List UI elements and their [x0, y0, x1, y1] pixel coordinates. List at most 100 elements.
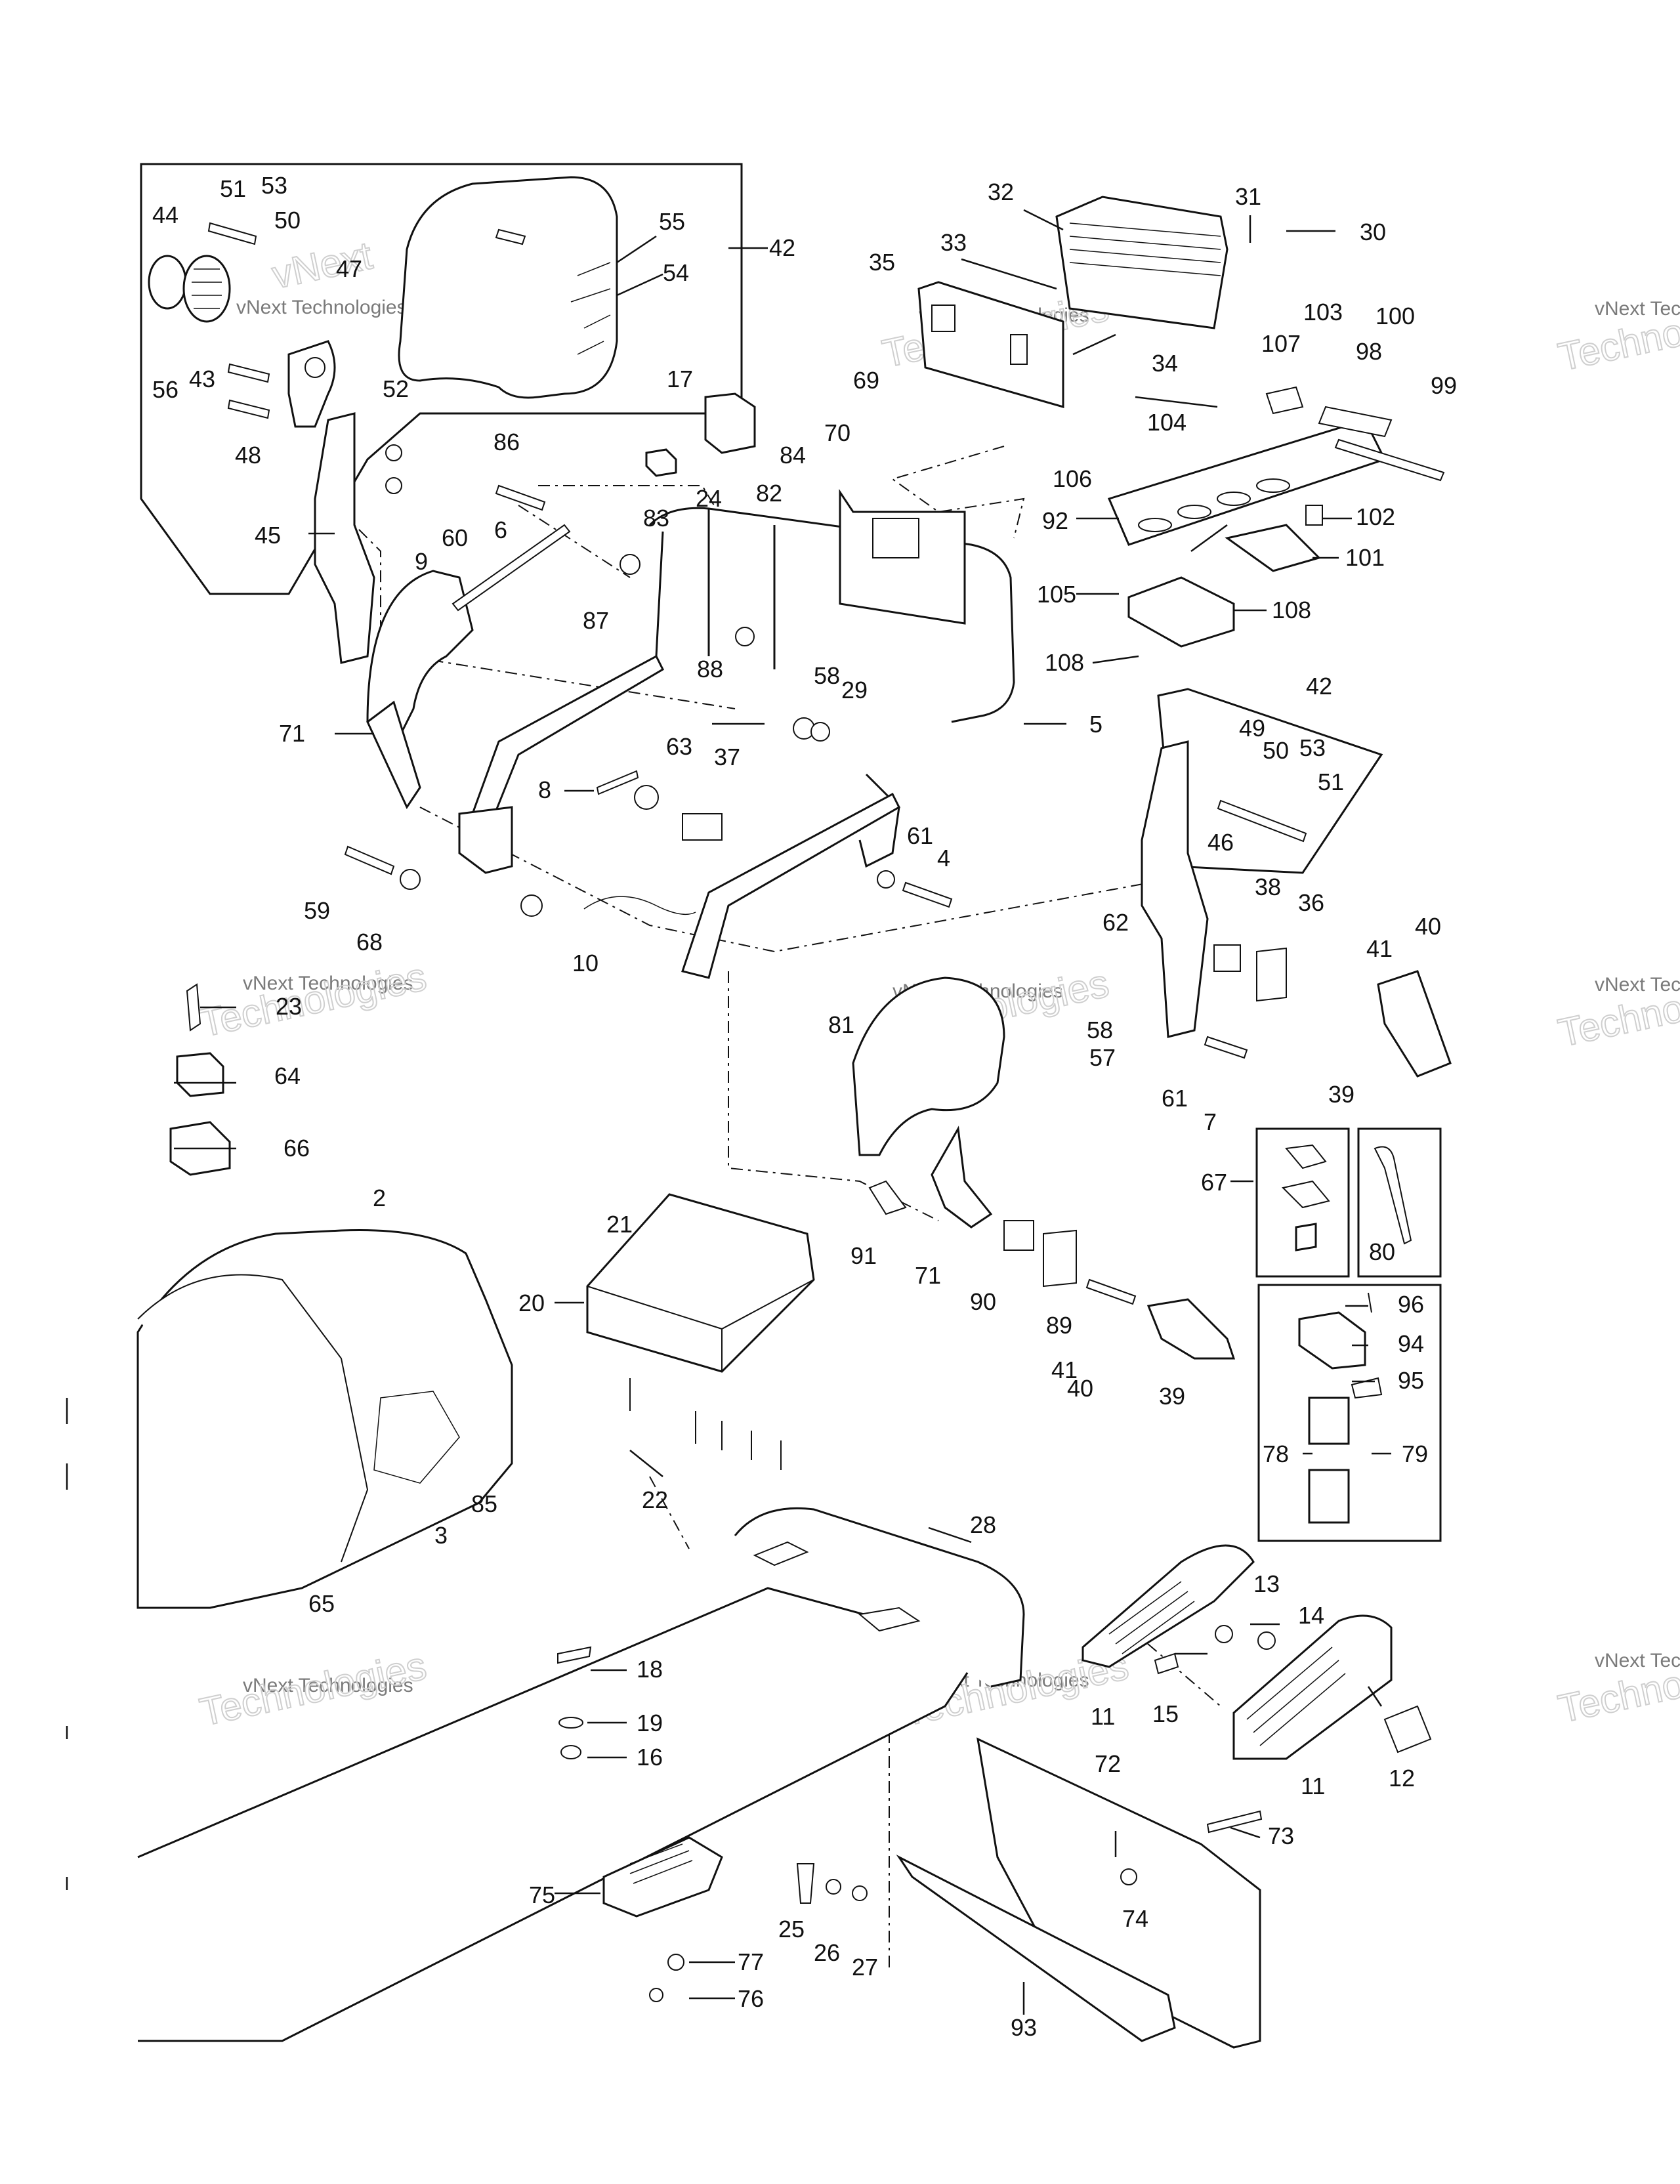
callout-91: 91 — [850, 1242, 877, 1269]
callout-49: 49 — [1239, 715, 1265, 742]
callout-51: 51 — [220, 175, 246, 202]
callout-26: 26 — [814, 1939, 840, 1966]
callout-40: 40 — [1415, 913, 1441, 940]
box-80 — [1357, 1127, 1442, 1278]
callout-73: 73 — [1268, 1822, 1294, 1849]
callout-33: 33 — [940, 229, 967, 256]
callout-90: 90 — [970, 1288, 996, 1315]
callout-32: 32 — [988, 178, 1014, 205]
bracket-45 — [314, 412, 375, 664]
callout-58: 58 — [1087, 1017, 1113, 1043]
callout-50: 50 — [274, 207, 301, 234]
callout-29: 29 — [841, 677, 868, 704]
parts — [136, 176, 1452, 2049]
callout-62: 62 — [1102, 909, 1129, 936]
callout-101: 101 — [1345, 544, 1385, 571]
callout-99: 99 — [1431, 372, 1457, 399]
watermark-text: Technologies — [196, 1643, 430, 1734]
callout-20: 20 — [518, 1290, 545, 1316]
callout-17: 17 — [667, 366, 693, 392]
callout-52: 52 — [383, 375, 409, 402]
callout-39: 39 — [1159, 1383, 1185, 1410]
callout-9: 9 — [415, 548, 428, 575]
watermark-text: vNext Technologies — [1595, 1650, 1680, 1671]
latch-39-lower — [1146, 1298, 1236, 1360]
callout-15: 15 — [1152, 1700, 1179, 1727]
callout-37: 37 — [714, 744, 740, 770]
callout-48: 48 — [235, 442, 261, 469]
callout-36: 36 — [1298, 889, 1324, 916]
callout-3: 3 — [434, 1522, 448, 1549]
callout-53: 53 — [261, 172, 287, 199]
callout-35: 35 — [869, 249, 895, 276]
part-78-top — [1308, 1396, 1350, 1445]
callout-71: 71 — [915, 1262, 941, 1289]
callout-55: 55 — [659, 208, 685, 235]
callout-11: 11 — [1091, 1703, 1115, 1730]
callout-13: 13 — [1253, 1570, 1280, 1597]
callout-78: 78 — [1263, 1440, 1289, 1467]
callout-86: 86 — [494, 429, 520, 455]
callout-100: 100 — [1376, 303, 1415, 329]
callout-80: 80 — [1369, 1238, 1395, 1265]
handle-71-right — [931, 1125, 993, 1228]
kit-42-right-outline — [1157, 688, 1383, 874]
connector-24 — [645, 448, 677, 477]
part-94 — [1298, 1311, 1366, 1370]
vent-75 — [602, 1836, 723, 1918]
callout-38: 38 — [1255, 873, 1281, 900]
callout-103: 103 — [1303, 299, 1343, 326]
watermark-text: vNext Technologies — [243, 973, 413, 994]
grab-bar-28 — [734, 1507, 1025, 1688]
callout-28: 28 — [970, 1511, 996, 1538]
callout-67: 67 — [1201, 1169, 1227, 1196]
kit-42-outline — [140, 163, 743, 595]
watermark-text: Technologies — [196, 954, 430, 1045]
callout-47: 47 — [336, 255, 362, 282]
callout-96: 96 — [1398, 1291, 1424, 1318]
knob-44 — [148, 255, 187, 310]
flap-72 — [976, 1737, 1261, 2049]
callout-93: 93 — [1011, 2014, 1037, 2041]
callout-81: 81 — [828, 1011, 854, 1038]
callout-46: 46 — [1208, 829, 1234, 856]
callout-68: 68 — [356, 929, 383, 956]
callout-2: 2 — [373, 1185, 386, 1211]
callout-70: 70 — [824, 419, 850, 446]
callout-8: 8 — [538, 776, 551, 803]
callout-105: 105 — [1037, 581, 1076, 608]
callout-12: 12 — [1389, 1765, 1415, 1792]
callout-39: 39 — [1328, 1081, 1354, 1108]
callout-61: 61 — [907, 822, 933, 849]
callout-84: 84 — [780, 442, 806, 469]
watermark-text: vNext Technologies — [1595, 974, 1680, 996]
box-94-79 — [1257, 1284, 1442, 1542]
callout-92: 92 — [1042, 507, 1068, 534]
callout-27: 27 — [852, 1954, 878, 1981]
callout-72: 72 — [1095, 1750, 1121, 1777]
side-rail-right — [681, 792, 900, 979]
panel-11-lower — [1232, 1614, 1393, 1760]
knob-56 — [182, 255, 231, 323]
callout-82: 82 — [756, 480, 782, 507]
box-67 — [1255, 1127, 1350, 1278]
callout-108: 108 — [1272, 597, 1311, 623]
callout-95: 95 — [1398, 1367, 1424, 1394]
callout-75: 75 — [529, 1881, 555, 1908]
callout-42: 42 — [769, 234, 795, 261]
tunnel — [137, 1587, 986, 2042]
callout-53: 53 — [1299, 734, 1326, 761]
callout-24: 24 — [696, 485, 722, 512]
callout-40: 40 — [1067, 1375, 1093, 1402]
callout-102: 102 — [1356, 503, 1395, 530]
callout-14: 14 — [1298, 1602, 1324, 1629]
callout-83: 83 — [643, 505, 669, 532]
callout-108: 108 — [1045, 649, 1084, 676]
backrest-pad — [398, 176, 618, 399]
callout-30: 30 — [1360, 219, 1386, 245]
callout-45: 45 — [255, 522, 281, 549]
callout-106: 106 — [1053, 465, 1092, 492]
group-outlines — [140, 163, 1442, 1542]
callout-59: 59 — [304, 897, 330, 924]
callout-11: 11 — [1301, 1773, 1325, 1799]
